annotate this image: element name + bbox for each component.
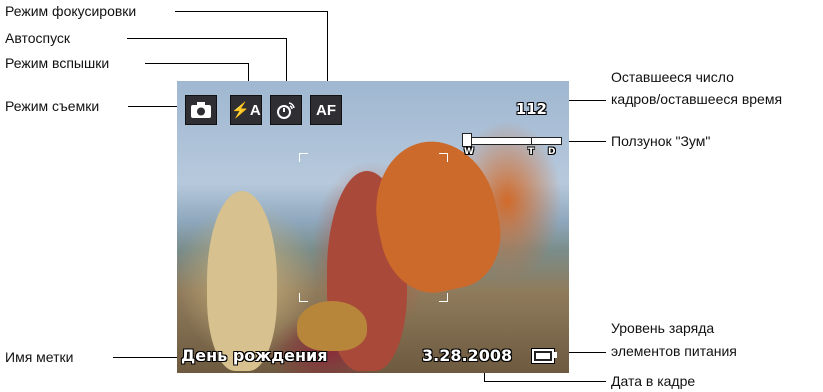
leader-battery-h xyxy=(563,352,606,353)
camera-lcd-screen: ⚡A AF 112 W T D День рождения 3.28.2008 xyxy=(177,81,569,373)
battery-icon xyxy=(532,349,554,363)
self-timer-icon xyxy=(270,95,302,125)
photo-guitar xyxy=(297,301,367,351)
callout-focus-mode: Режим фокусировки xyxy=(5,3,136,20)
zoom-divider xyxy=(531,137,532,145)
photo-person-left xyxy=(207,191,277,371)
zoom-slider-thumb xyxy=(462,133,472,147)
flash-mode-text: ⚡A xyxy=(231,101,261,119)
leader-timer-v xyxy=(286,38,287,86)
callout-zoom-slider: Ползунок "Зум" xyxy=(611,133,710,150)
callout-flash-mode: Режим вспышки xyxy=(5,55,109,72)
zoom-slider xyxy=(464,137,562,145)
callout-tag-name: Имя метки xyxy=(5,349,73,366)
tag-name-text: День рождения xyxy=(181,346,328,365)
leader-tag-h xyxy=(113,357,179,358)
focus-bracket-bottom-right xyxy=(439,293,448,302)
leader-flash-h xyxy=(145,63,249,64)
focus-bracket-bottom-left xyxy=(299,293,308,302)
camera-mode-icon xyxy=(185,95,217,125)
focus-bracket-top-left xyxy=(299,153,308,162)
callout-self-timer: Автоспуск xyxy=(5,30,70,47)
callout-remaining-line1: Оставшееся число xyxy=(611,69,734,86)
battery-tip xyxy=(554,352,557,358)
leader-focus-h xyxy=(175,11,328,12)
zoom-label-w: W xyxy=(464,147,474,157)
callout-battery-line2: элементов питания xyxy=(611,343,737,360)
leader-focus-v xyxy=(327,11,328,86)
self-timer-glyph xyxy=(275,99,297,121)
zoom-label-t: T xyxy=(528,147,534,157)
af-mode-text: AF xyxy=(316,102,336,119)
callout-battery-line1: Уровень заряда xyxy=(611,320,714,337)
date-stamp-text: 3.28.2008 xyxy=(422,346,512,365)
focus-bracket-top-right xyxy=(439,153,448,162)
flash-mode-icon: ⚡A xyxy=(230,95,262,125)
callout-remaining-line2: кадров/оставшееся время xyxy=(611,91,782,108)
callout-shooting-mode: Режим съемки xyxy=(5,98,99,115)
leader-shooting-h xyxy=(128,106,183,107)
camera-icon xyxy=(190,101,212,119)
zoom-label-d: D xyxy=(548,147,555,157)
battery-fill xyxy=(536,353,550,359)
shots-remaining: 112 xyxy=(516,100,547,118)
af-mode-icon: AF xyxy=(310,95,342,125)
leader-date-h xyxy=(484,381,606,382)
leader-timer-h xyxy=(127,38,287,39)
callout-date-stamp: Дата в кадре xyxy=(611,373,695,390)
